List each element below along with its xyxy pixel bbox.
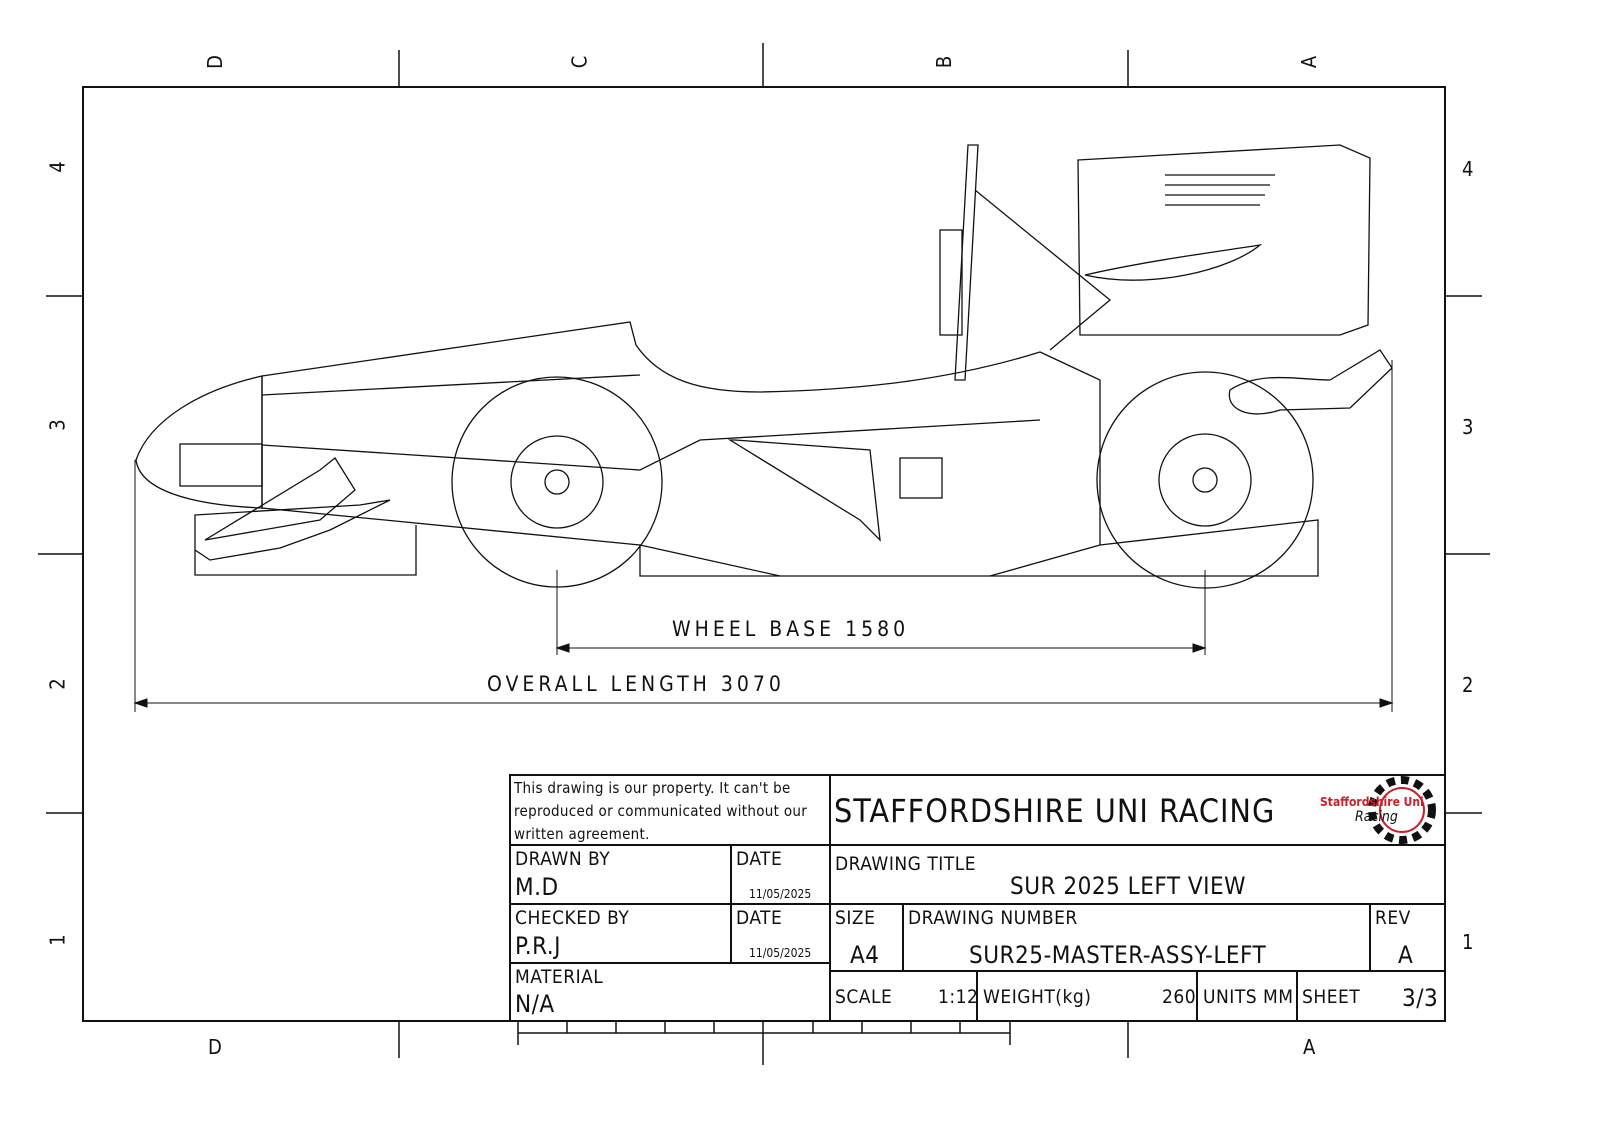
sheet-label: SHEET — [1302, 986, 1361, 1008]
date-label: DATE — [736, 907, 783, 929]
zone-col-top: B — [932, 55, 957, 69]
drawing-title: SUR 2025 LEFT VIEW — [1010, 872, 1246, 900]
scale-bar — [517, 1021, 1011, 1045]
exhaust — [1228, 349, 1393, 415]
front-wing — [194, 499, 417, 576]
zone-row-right: 1 — [1462, 930, 1474, 954]
headrest — [939, 229, 963, 336]
checked-by-label: CHECKED BY — [515, 907, 630, 929]
zone-row-left: 2 — [45, 678, 70, 690]
roll-hoop — [954, 144, 1112, 381]
material-label: MATERIAL — [515, 966, 604, 988]
title-block-grid — [509, 774, 1446, 1022]
rear-wing — [1077, 144, 1371, 336]
drawing-number-label: DRAWING NUMBER — [908, 907, 1078, 929]
logo-text: Racing — [1355, 809, 1398, 825]
rear-wheel — [1096, 371, 1314, 589]
rear-diffuser — [990, 519, 1319, 577]
size-label: SIZE — [835, 907, 876, 929]
checked-date: 11/05/2025 — [749, 946, 812, 960]
zone-col-bottom: D — [208, 1035, 222, 1059]
zone-row-right: 3 — [1462, 415, 1474, 439]
date-label: DATE — [736, 848, 783, 870]
drawn-date: 11/05/2025 — [749, 887, 812, 901]
front-brake-disc — [510, 435, 604, 529]
sheet-value: 3/3 — [1402, 984, 1439, 1012]
company-name: STAFFORDSHIRE UNI RACING — [834, 792, 1276, 830]
zone-row-left: 4 — [45, 161, 70, 173]
sidepod-line — [261, 374, 1041, 577]
scale-label: SCALE — [835, 986, 893, 1008]
front-wheel — [451, 376, 663, 588]
logo-text: Staffordshire Uni — [1320, 795, 1424, 809]
rear-brake-disc — [1158, 433, 1252, 527]
zone-ticks — [38, 43, 1490, 1065]
zone-row-right: 2 — [1462, 673, 1474, 697]
overall-length-dimension: OVERALL LENGTH 3070 — [487, 672, 785, 696]
nose-cone — [135, 375, 263, 509]
zone-row-right: 4 — [1462, 157, 1474, 181]
checked-by-value: P.R.J — [515, 932, 561, 960]
radiator — [727, 439, 881, 542]
dimension-lines — [133, 360, 1394, 712]
drawing-title-label: DRAWING TITLE — [835, 853, 977, 875]
drawn-by-label: DRAWN BY — [515, 848, 611, 870]
zone-col-top: C — [567, 55, 592, 69]
nose-vents — [179, 443, 263, 487]
rev-value: A — [1398, 941, 1414, 969]
property-notice: This drawing is our property. It can't b… — [514, 779, 808, 843]
zone-col-bottom: A — [1303, 1035, 1316, 1059]
weight-label: WEIGHT(kg) — [983, 986, 1092, 1008]
zone-row-left: 3 — [45, 419, 70, 431]
rev-label: REV — [1375, 907, 1411, 929]
car-left-view — [135, 144, 1393, 589]
logo-gear-icon — [1368, 776, 1436, 844]
drawing-number: SUR25-MASTER-ASSY-LEFT — [969, 941, 1267, 969]
material-value: N/A — [515, 990, 555, 1018]
drawn-by-value: M.D — [515, 873, 559, 901]
size-value: A4 — [850, 941, 880, 969]
wing-endplate — [204, 457, 356, 541]
scale-value: 1:12 — [938, 986, 979, 1008]
ecu-box — [899, 457, 943, 499]
zone-col-top: D — [202, 55, 227, 69]
units-label: UNITS MM — [1203, 986, 1294, 1008]
chassis-body — [261, 321, 1101, 577]
zone-col-top: A — [1297, 55, 1322, 69]
zone-row-left: 1 — [45, 934, 70, 946]
wheel-base-dimension: WHEEL BASE 1580 — [672, 617, 910, 641]
weight-value: 260 — [1162, 986, 1197, 1008]
